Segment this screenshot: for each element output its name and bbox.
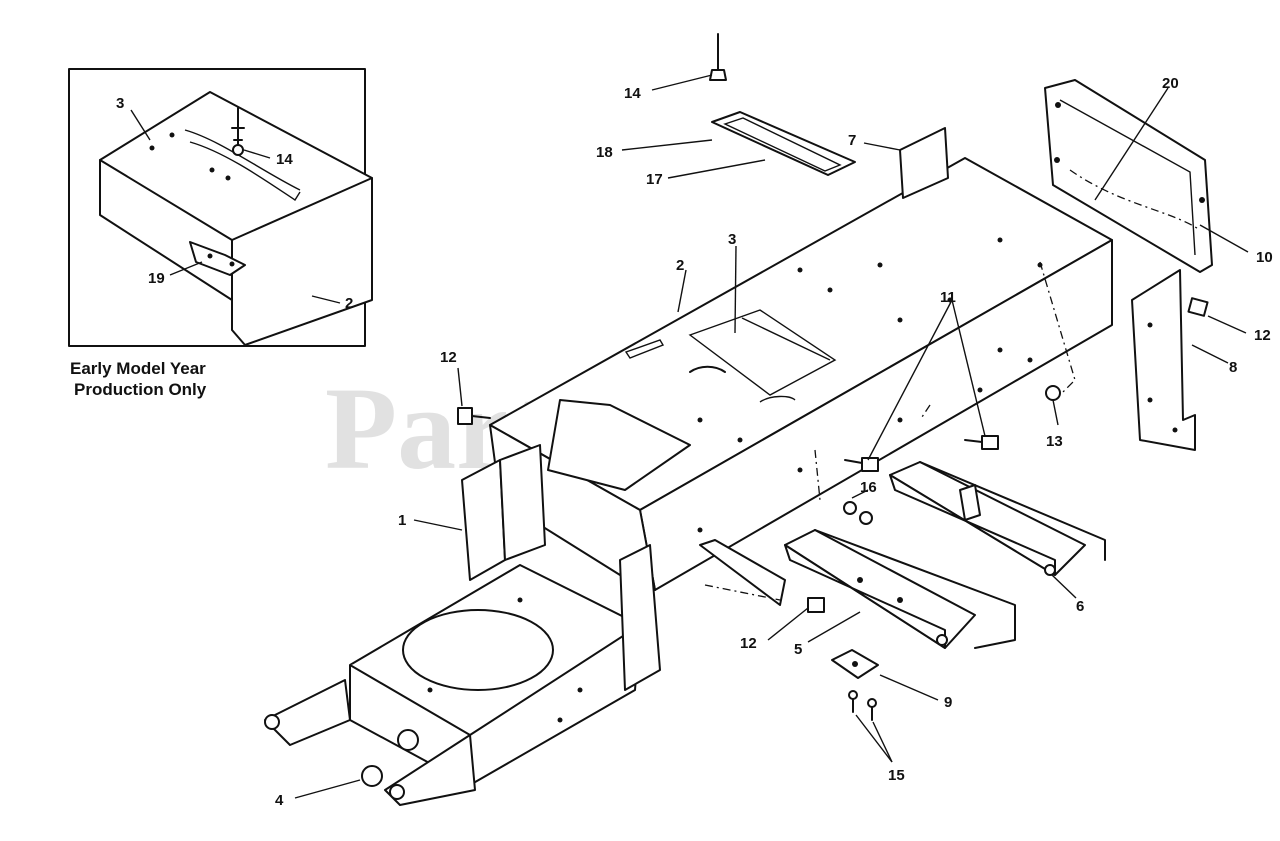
part-11-bolts <box>844 435 999 472</box>
callout-11: 11 <box>940 289 956 306</box>
inset-callout-3: 3 <box>116 95 124 112</box>
inset-callout-2: 2 <box>345 295 353 312</box>
callout-1: 1 <box>398 512 406 529</box>
inset-callout-19: 19 <box>148 270 165 287</box>
callout-12-left: 12 <box>440 349 457 366</box>
part-15-screws <box>848 690 877 721</box>
part-7-bracket <box>899 127 949 199</box>
callout-4: 4 <box>275 792 284 809</box>
inset-leader-lines <box>130 109 341 304</box>
callout-17: 17 <box>646 171 663 188</box>
part-13-nut <box>1045 385 1061 401</box>
callout-9: 9 <box>944 694 952 711</box>
inset-note-line1: Early Model Year <box>70 359 206 378</box>
main-leader-lines <box>294 74 1249 799</box>
callout-3: 3 <box>728 231 736 248</box>
part-12-bolt-lower <box>807 597 825 613</box>
main-frame-drawing <box>264 157 1113 806</box>
callout-8: 8 <box>1229 359 1237 376</box>
callout-7: 7 <box>848 132 856 149</box>
callout-6: 6 <box>1076 598 1084 615</box>
callout-13: 13 <box>1046 433 1063 450</box>
callout-2: 2 <box>676 257 684 274</box>
part-14-pin <box>709 33 727 81</box>
callout-14: 14 <box>624 85 641 102</box>
callout-12-lower: 12 <box>740 635 757 652</box>
part-10-front-panel <box>1044 79 1213 273</box>
inset-callout-14: 14 <box>276 151 293 168</box>
part-17-18-cover-plate <box>711 111 856 176</box>
inset-frame-section-drawing <box>99 91 373 346</box>
callout-10: 10 <box>1256 249 1273 266</box>
part-6-cross-member <box>889 461 1106 576</box>
part-8-bracket <box>1131 269 1196 451</box>
callout-20: 20 <box>1162 75 1179 92</box>
callout-18: 18 <box>596 144 613 161</box>
callout-16: 16 <box>860 479 877 496</box>
lower-hanger-bracket <box>699 539 786 606</box>
part-12-bolt-right <box>1187 297 1209 317</box>
part-4-bushings <box>361 729 419 787</box>
part-12-bolt-left <box>457 407 491 425</box>
callout-5: 5 <box>794 641 802 658</box>
part-5-cross-member <box>784 529 1016 649</box>
callout-15: 15 <box>888 767 905 784</box>
part-9-plate <box>831 649 879 679</box>
inset-note-line2: Production Only <box>74 380 207 399</box>
inset-early-model-detail: 3 14 19 2 <box>68 68 373 347</box>
callout-12-right: 12 <box>1254 327 1271 344</box>
part-16-nuts <box>843 501 873 525</box>
